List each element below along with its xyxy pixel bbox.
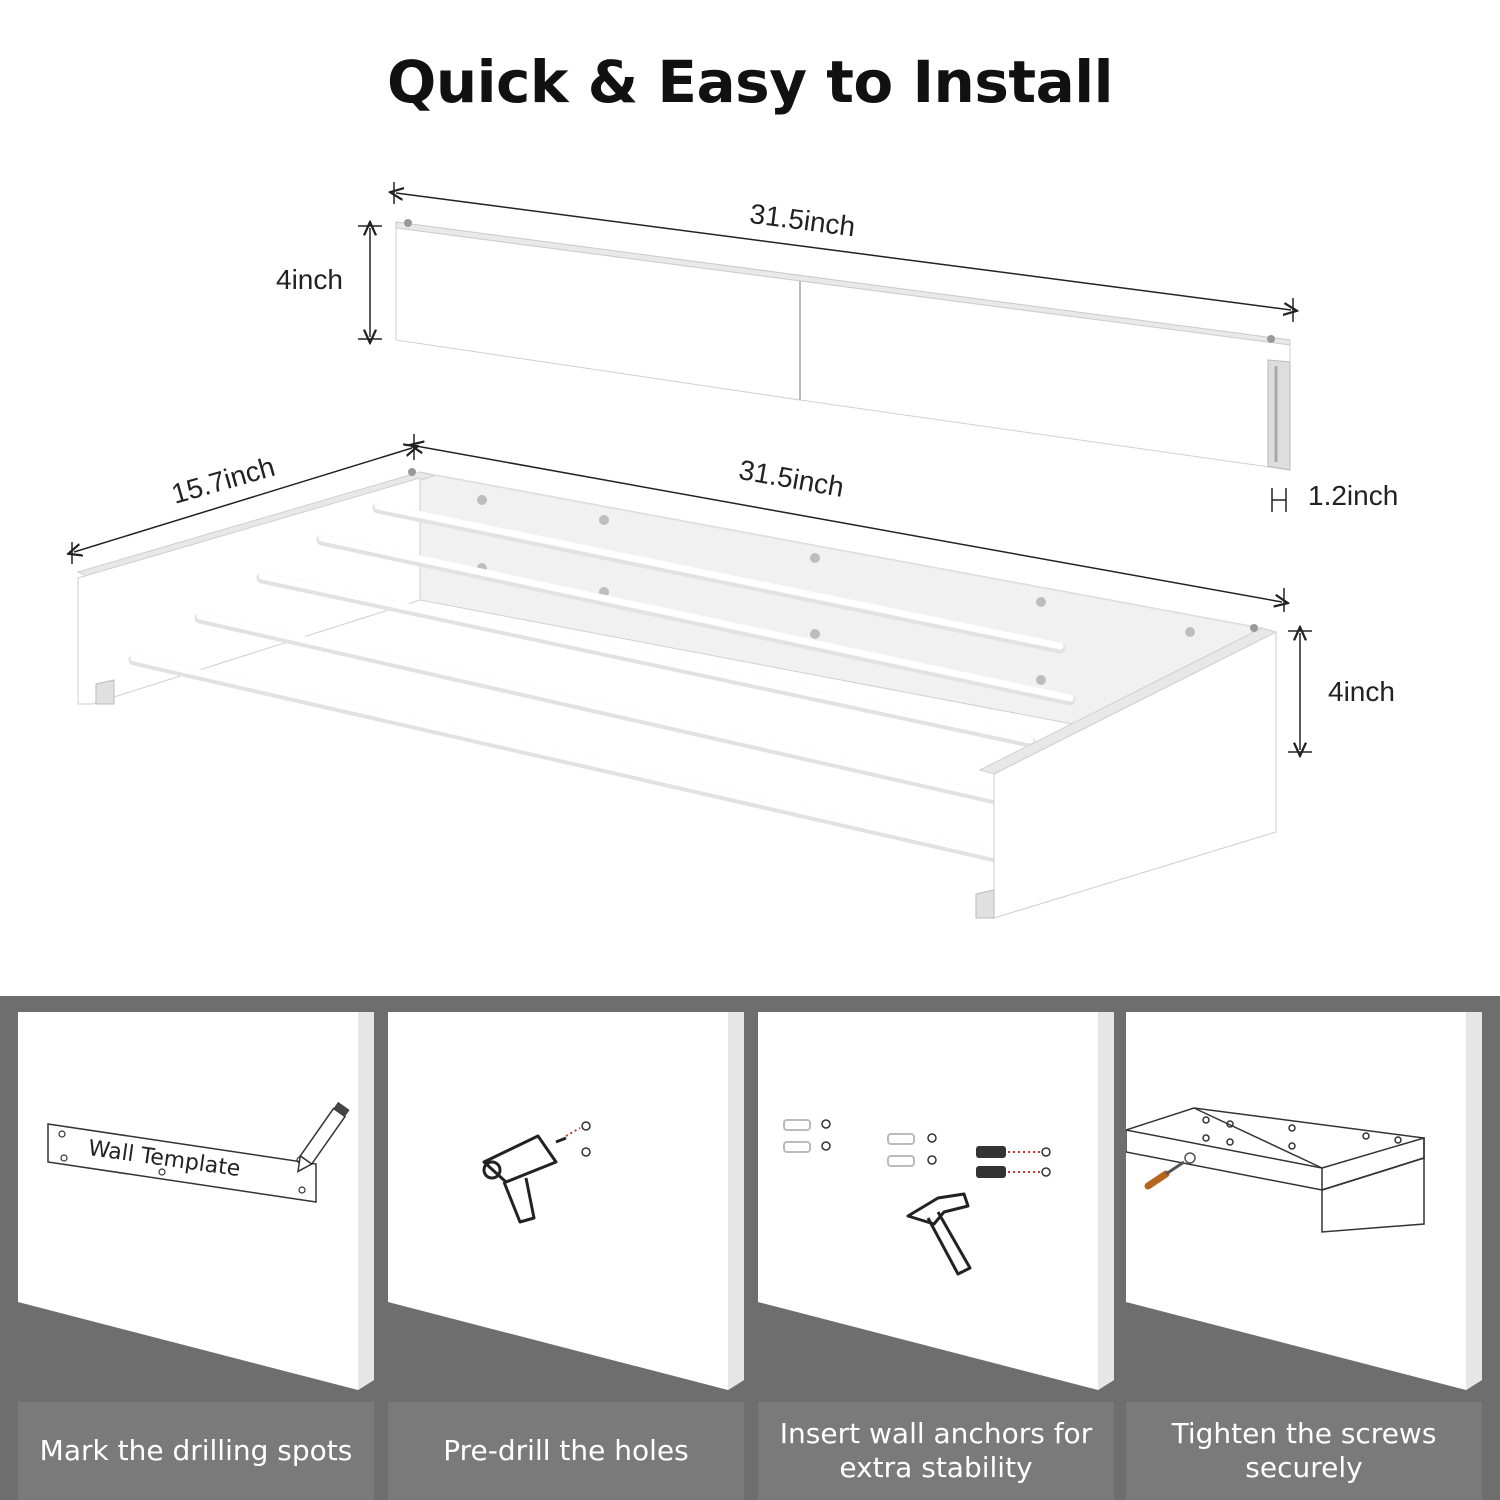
step-2-caption: Pre-drill the holes bbox=[388, 1402, 744, 1500]
open-dimension-lines bbox=[72, 434, 1312, 752]
step-1-panel: Wall Template bbox=[18, 1012, 374, 1390]
anchor-icon bbox=[783, 1119, 915, 1167]
folded-rack bbox=[395, 219, 1291, 471]
step-3-panel bbox=[758, 1012, 1114, 1390]
folded-height-label: 4inch bbox=[276, 264, 343, 295]
mounted-rack-icon bbox=[1125, 1107, 1425, 1233]
open-rack bbox=[76, 468, 1278, 919]
step-1-caption: Mark the drilling spots bbox=[18, 1402, 374, 1500]
pencil-icon bbox=[297, 1101, 350, 1173]
step-4-caption-line-2: securely bbox=[1245, 1451, 1363, 1484]
drill-icon bbox=[482, 1134, 567, 1224]
screwdriver-icon bbox=[1144, 1152, 1196, 1190]
step-3-caption-line-1: Insert wall anchors for bbox=[779, 1417, 1093, 1450]
step-2-panel bbox=[388, 1012, 744, 1390]
page-title: Quick & Easy to Install bbox=[387, 48, 1113, 116]
step-4-caption-line-1: Tighten the screws bbox=[1171, 1417, 1437, 1450]
product-diagram bbox=[0, 182, 1312, 919]
step-3-caption-line-2: extra stability bbox=[839, 1451, 1033, 1484]
folded-depth-label: 1.2inch bbox=[1308, 480, 1399, 511]
hammer-icon bbox=[906, 1192, 972, 1276]
step-4-panel bbox=[1125, 1012, 1482, 1390]
open-height-label: 4inch bbox=[1328, 676, 1395, 707]
